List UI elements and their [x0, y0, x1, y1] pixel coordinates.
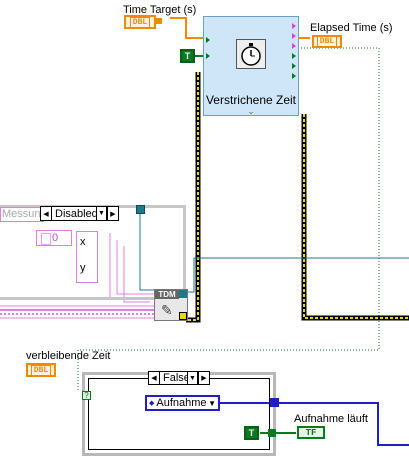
- input-arrow: [206, 37, 210, 43]
- cluster-y-label: y: [80, 262, 86, 274]
- stopwatch-icon: [236, 39, 266, 69]
- numeric-value: 0: [52, 232, 59, 244]
- output-arrow: [292, 43, 296, 49]
- error-out-terminal: [179, 312, 187, 320]
- wire-time-target: [170, 17, 206, 39]
- input-arrow: [206, 53, 210, 59]
- output-arrow: [292, 23, 296, 29]
- selector-value: Disabled: [55, 207, 96, 220]
- recording-running-label: Aufnahme läuft: [294, 413, 368, 425]
- wire-dotted-boolean: [77, 47, 380, 392]
- reference-tunnel: [136, 205, 145, 214]
- dbl-tag: DBL: [129, 16, 151, 28]
- false-case-selector[interactable]: ◀ False ▼ ▶: [148, 371, 210, 385]
- selector-value: False: [163, 372, 187, 384]
- dbl-tag: DBL: [30, 364, 52, 376]
- express-vi-title: Verstrichene Zeit: [205, 93, 297, 107]
- case-frame: [88, 378, 270, 450]
- increment-icon: [41, 233, 51, 245]
- remaining-time-label: verbleibende Zeit: [26, 350, 111, 362]
- expand-chevron-icon[interactable]: ⌄: [247, 106, 255, 116]
- selector-dropdown-icon[interactable]: ▼: [187, 372, 198, 384]
- tf-tag: TF: [305, 427, 317, 438]
- numeric-constant[interactable]: 0: [36, 230, 72, 246]
- cluster-constant[interactable]: x y: [76, 231, 98, 283]
- remaining-time-terminal[interactable]: DBL: [26, 363, 56, 377]
- dbl-tag: DBL: [316, 36, 338, 47]
- messung-control[interactable]: Messung: [0, 207, 47, 222]
- wire-tdm-ref-out: [186, 257, 409, 293]
- selector-prev-icon[interactable]: ◀: [41, 207, 52, 220]
- pencil-icon: ✎: [161, 302, 173, 318]
- terminal-arrow: [156, 18, 162, 24]
- wire-enum-out: [276, 402, 409, 446]
- enum-updown-icon[interactable]: ◆: [149, 400, 155, 407]
- true-constant-inner[interactable]: T: [244, 426, 259, 440]
- output-arrow: [292, 73, 296, 79]
- tdm-write-node[interactable]: TDM ✎: [154, 289, 188, 321]
- enum-tunnel: [270, 398, 279, 407]
- selector-next-icon[interactable]: ▶: [198, 372, 209, 384]
- recording-running-terminal[interactable]: TF: [297, 426, 325, 439]
- true-constant[interactable]: T: [180, 49, 195, 63]
- enum-value: Aufnahme: [156, 397, 207, 409]
- case-selector-terminal: ?: [82, 391, 91, 400]
- wire-error-out: [303, 114, 409, 319]
- elapsed-time-express-vi[interactable]: Verstrichene Zeit ⌄: [203, 16, 299, 116]
- time-target-label: Time Target (s): [123, 4, 197, 16]
- bool-tunnel: [268, 429, 276, 437]
- wire-error-in: [186, 72, 199, 321]
- output-arrow: [292, 53, 296, 59]
- selector-next-icon[interactable]: ▶: [107, 207, 118, 220]
- enum-dropdown-icon[interactable]: ▼: [208, 398, 216, 408]
- elapsed-time-label: Elapsed Time (s): [310, 22, 393, 34]
- time-target-terminal[interactable]: DBL: [124, 15, 156, 29]
- tdm-label: TDM: [155, 290, 179, 299]
- elapsed-time-terminal[interactable]: DBL: [312, 35, 342, 48]
- output-arrow: [292, 63, 296, 69]
- cluster-x-label: x: [80, 236, 86, 248]
- disabled-case-selector[interactable]: ◀ Disabled ▼ ▶: [40, 206, 119, 221]
- aufnahme-enum-constant[interactable]: ◆ Aufnahme ▼: [145, 395, 220, 411]
- output-arrow: [292, 33, 296, 39]
- ref-out-terminal: [179, 290, 187, 298]
- selector-prev-icon[interactable]: ◀: [149, 372, 160, 384]
- selector-dropdown-icon[interactable]: ▼: [96, 207, 107, 220]
